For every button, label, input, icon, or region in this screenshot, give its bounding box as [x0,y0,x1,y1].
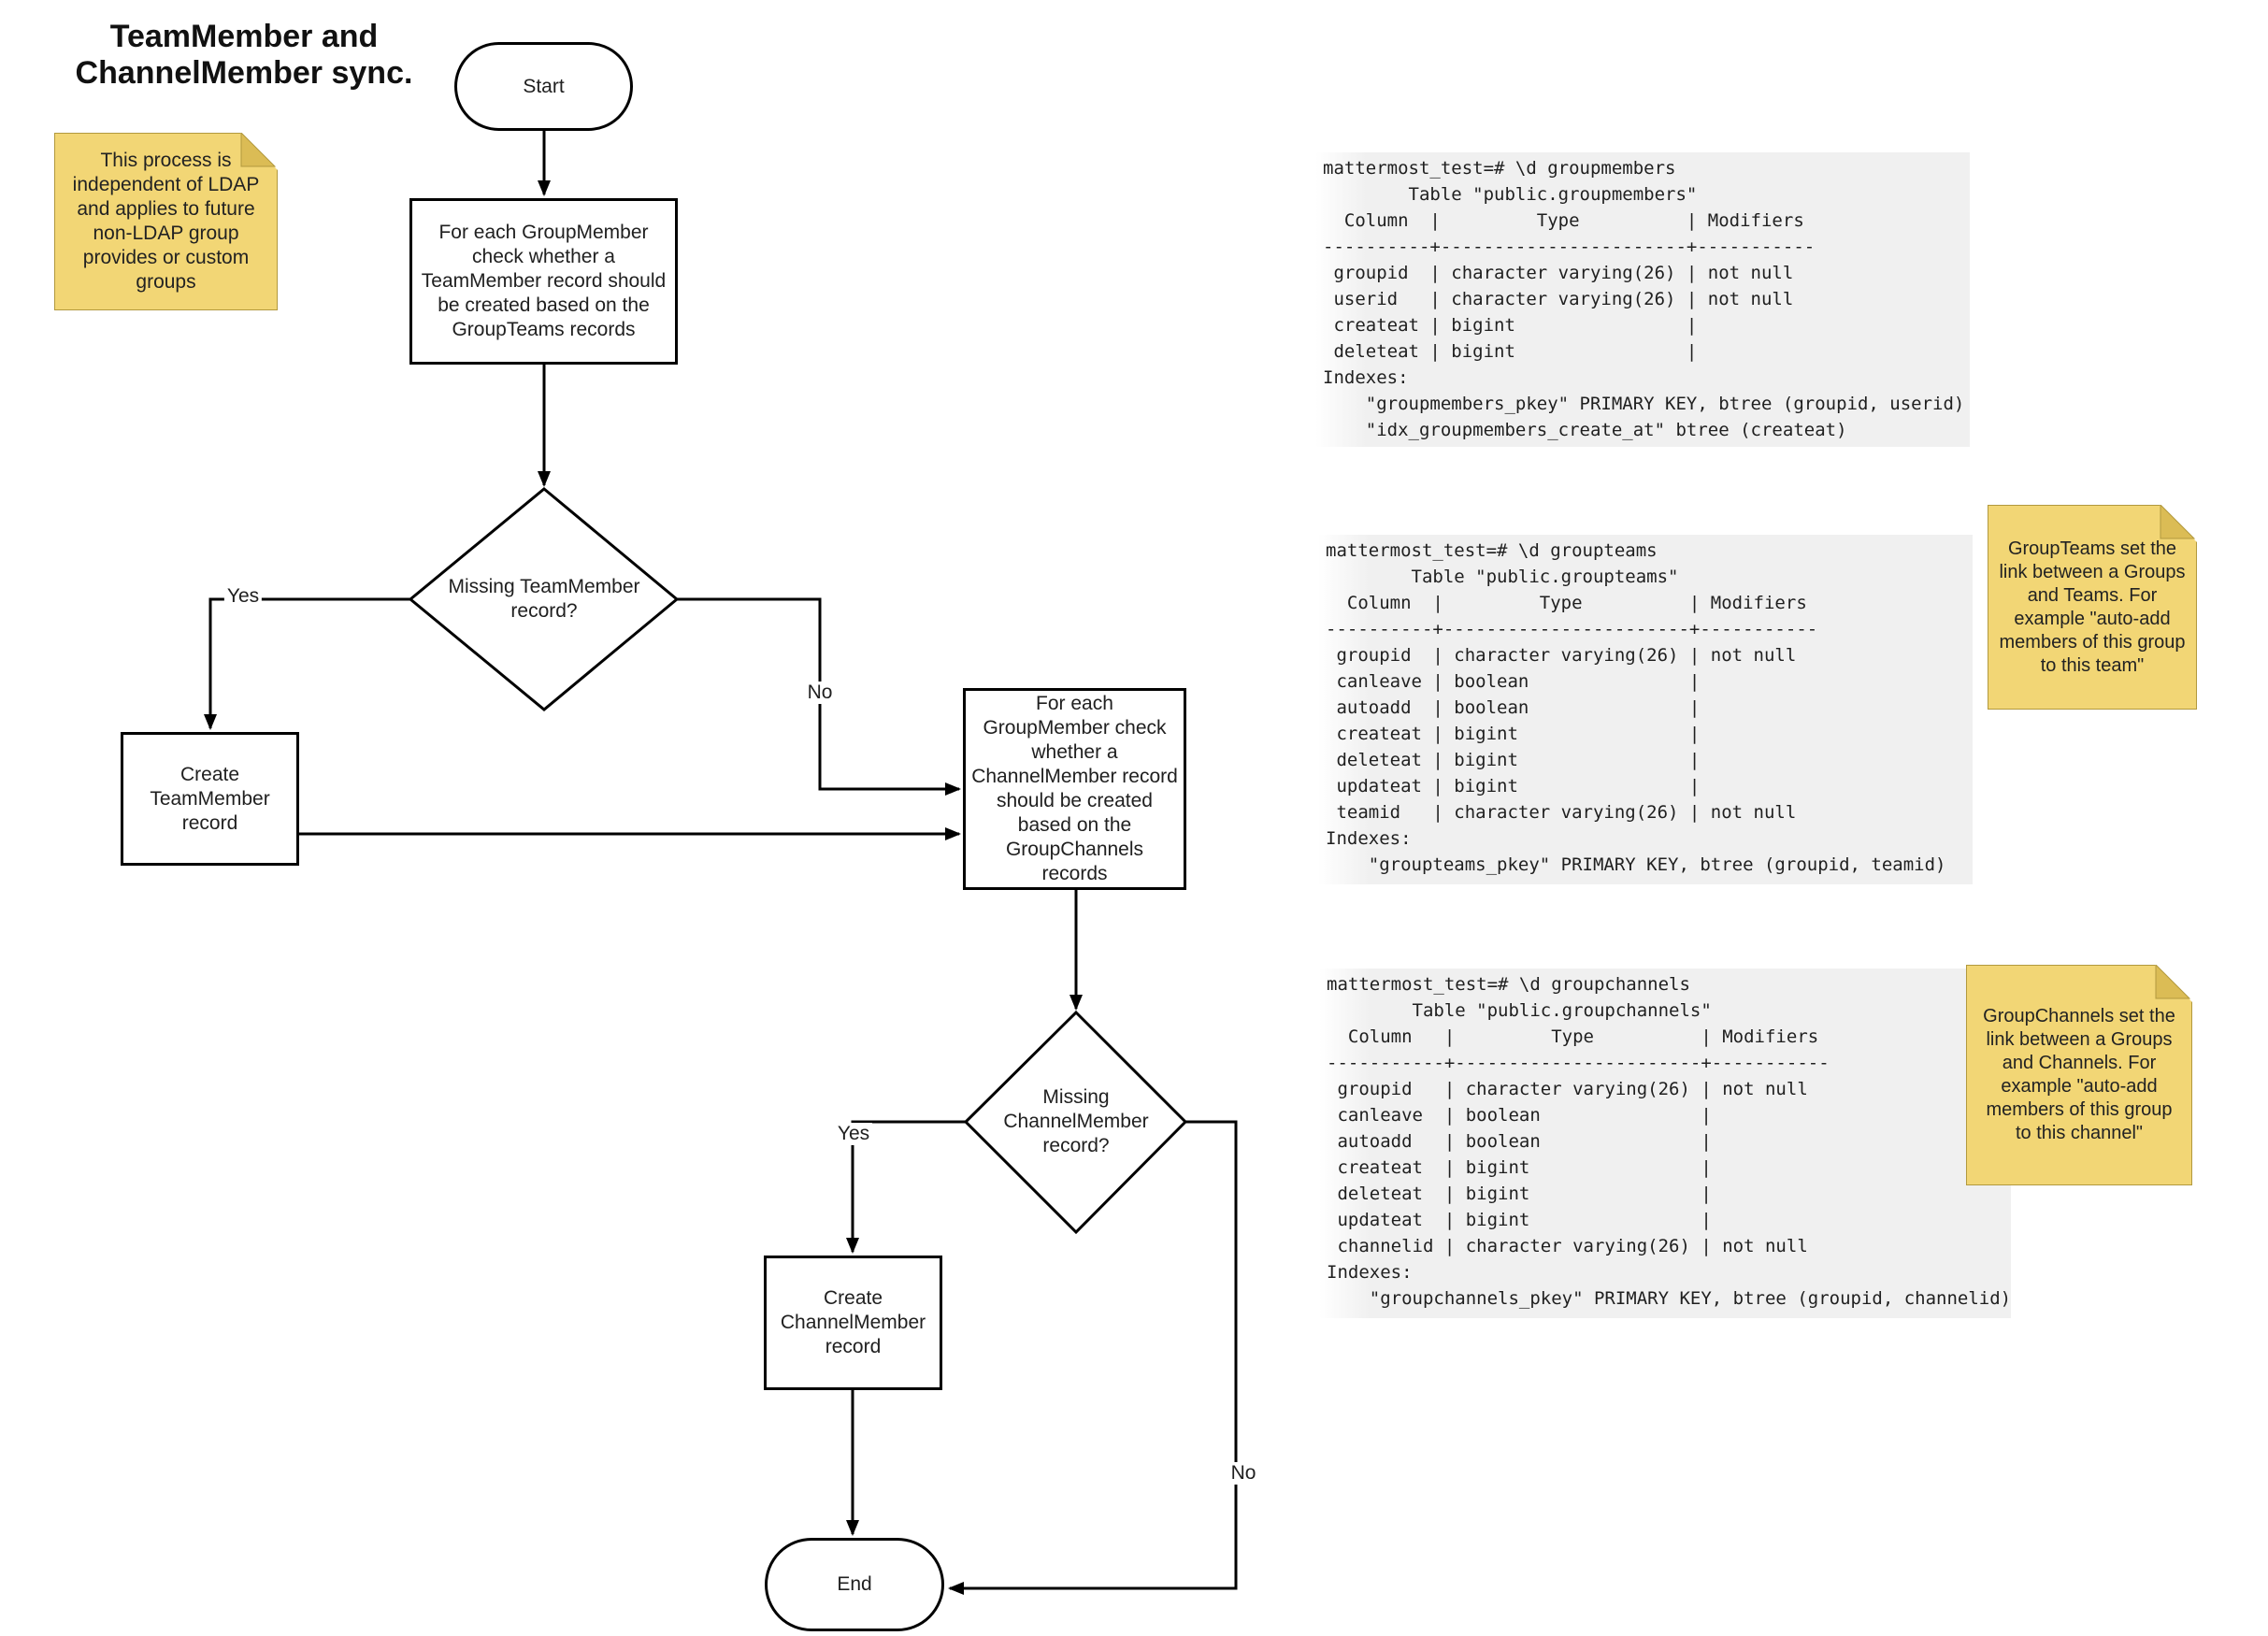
note-text: This process is independent of LDAP and … [72,150,260,293]
edge-label-no-2: No [1227,1462,1259,1485]
code-block-groupmembers: mattermost_test=# \d groupmembers Table … [1315,152,1970,447]
decision-2-label: Missing ChannelMember record? [1003,1086,1149,1156]
code-text-groupmembers: mattermost_test=# \d groupmembers Table … [1323,158,1965,440]
page-title: TeamMember and ChannelMember sync. [75,19,413,91]
start-terminal: Start [454,42,633,131]
process-create-teammember: Create TeamMember record [121,732,299,866]
note-text: GroupTeams set the link between a Groups… [1999,538,2186,676]
edge-label-yes-1: Yes [223,585,263,608]
sticky-note-groupchannels: GroupChannels set the link between a Gro… [1966,965,2192,1185]
sticky-note-ldap: This process is independent of LDAP and … [54,133,278,310]
code-block-groupteams: mattermost_test=# \d groupteams Table "p… [1318,535,1973,884]
note-fold-icon [240,133,278,170]
process-create-channelmember: Create ChannelMember record [764,1256,942,1390]
note-text: GroupChannels set the link between a Gro… [1983,1006,2175,1143]
process-check-teammember: For each GroupMember check whether a Tea… [409,198,678,365]
connector-decision2-yes [846,1120,966,1254]
decision-2-shape [963,1010,1188,1235]
note-fold-icon [2160,505,2197,542]
sticky-note-groupteams: GroupTeams set the link between a Groups… [1988,505,2197,710]
edge-label-no-1: No [804,682,836,704]
code-block-groupchannels: mattermost_test=# \d groupchannels Table… [1319,969,2011,1318]
decision-1-shape [408,487,680,711]
end-terminal: End [765,1538,944,1631]
process-check-channelmember: For each GroupMember check whether a Cha… [963,688,1186,890]
decision-1-label: Missing TeamMember record? [448,576,640,622]
code-text-groupchannels: mattermost_test=# \d groupchannels Table… [1327,974,2012,1309]
edge-label-yes-2: Yes [834,1123,873,1145]
connector-decision2-no [948,1120,1238,1595]
code-text-groupteams: mattermost_test=# \d groupteams Table "p… [1326,540,1946,875]
connector-decision1-yes [204,597,410,730]
note-fold-icon [2155,965,2192,1002]
